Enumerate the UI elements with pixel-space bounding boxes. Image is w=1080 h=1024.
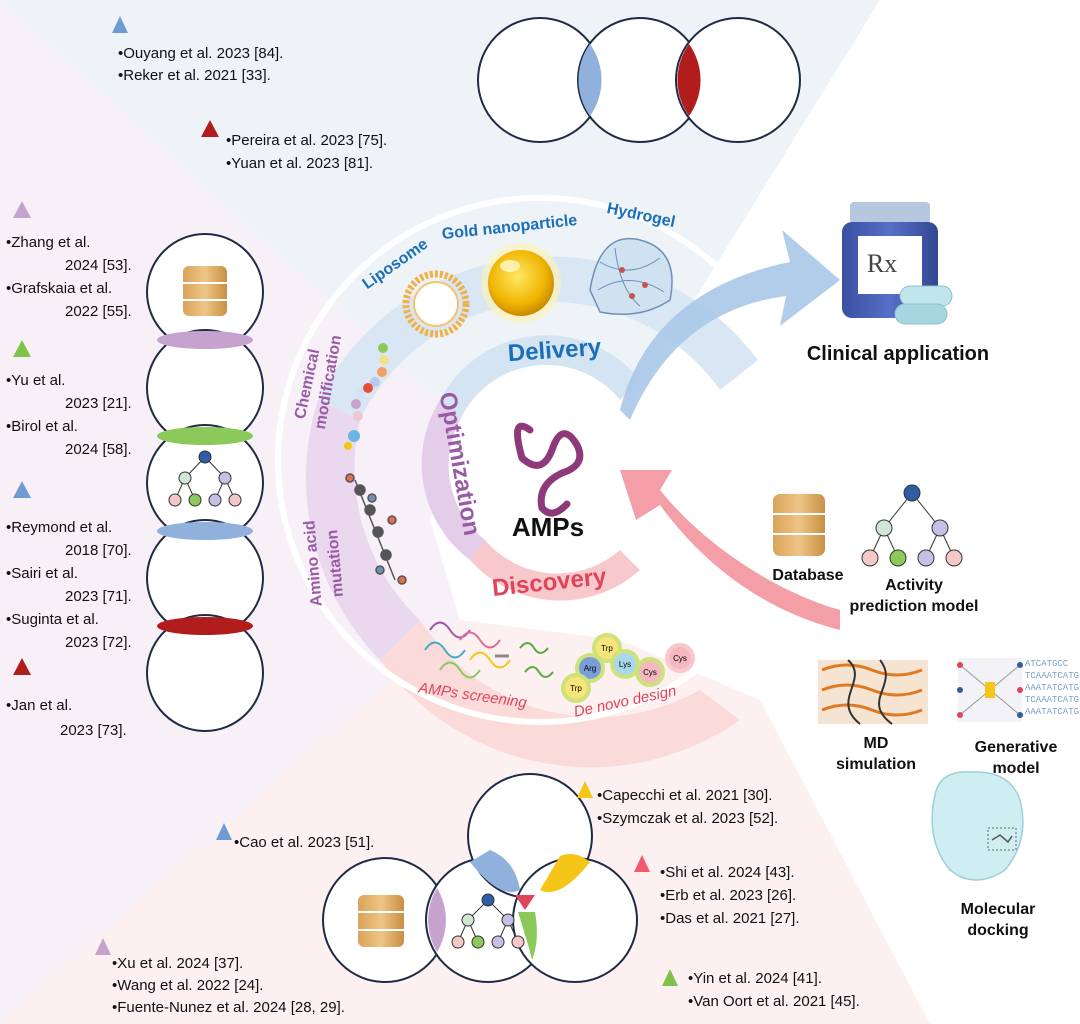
left-ref-blue-6: 2023 [72]. (65, 634, 132, 651)
md-simulation-label-1: MD (864, 735, 889, 752)
database-icon-right (773, 494, 825, 556)
tree-icon (168, 450, 242, 507)
left-ref-purple-2: 2024 [53]. (65, 257, 132, 274)
clinical-application-label: Clinical application (807, 343, 989, 365)
md-simulation-label-2: simulation (836, 756, 916, 773)
md-simulation-icon (818, 659, 928, 725)
bottom-ref-red-2: •Erb et al. 2023 [26]. (660, 887, 796, 904)
delivery-label: Delivery (507, 334, 603, 367)
generative-model-icon (957, 658, 1023, 722)
bead-label-cys: Cys (643, 668, 657, 677)
marker-blue-left (13, 481, 31, 498)
left-ref-green-4: 2024 [58]. (65, 441, 132, 458)
marker-blue-bottom (216, 823, 232, 840)
amps-screening-icon (424, 621, 554, 679)
top-ref-blue-2: •Reker et al. 2021 [33]. (118, 67, 271, 84)
bottom-ref-yellow-1: •Capecchi et al. 2021 [30]. (597, 787, 772, 804)
marker-yellow-bottom (577, 781, 593, 798)
rx-symbol: Rx (867, 249, 897, 278)
bottom-ref-blue-1: •Cao et al. 2023 [51]. (234, 834, 374, 851)
database-label: Database (772, 567, 843, 584)
de-novo-design-icon: Trp Arg Lys Cys Cys Trp (561, 633, 695, 703)
svg-text:TCAAATCATG: TCAAATCATG (1025, 695, 1079, 705)
top-ref-blue-1: •Ouyang et al. 2023 [84]. (118, 45, 283, 62)
delivery-to-clinical-arrow (620, 230, 840, 420)
amino-acid-mutation-line2: mutation (324, 529, 347, 598)
generative-model-label-2: model (992, 760, 1039, 777)
bead-label-trp: Trp (601, 644, 613, 653)
bead-label-lys: Lys (619, 660, 631, 669)
bottom-ref-green-1: •Yin et al. 2024 [41]. (688, 970, 822, 987)
tree-icon-bottom (451, 893, 525, 949)
left-ref-blue-2: 2018 [70]. (65, 542, 132, 559)
database-icon (183, 266, 227, 316)
svg-text:ATCATGCC: ATCATGCC (1025, 659, 1069, 669)
gold-nanoparticle-icon (481, 243, 561, 323)
amp-peptide-icon (514, 422, 584, 517)
left-ref-green-2: 2023 [21]. (65, 395, 132, 412)
amino-acid-mutation-icon (345, 473, 407, 585)
left-ref-blue-4: 2023 [71]. (65, 588, 132, 605)
liposome-icon (402, 270, 470, 338)
inner-ring (421, 335, 640, 601)
marker-red-top (201, 120, 219, 137)
top-ref-red-2: •Yuan et al. 2023 [81]. (226, 155, 373, 172)
top-venn (477, 17, 801, 143)
dna-sequence-text: ATCATGCC TCAAATCATG AAATATCATG TCAAATCAT… (1025, 659, 1079, 717)
left-ref-purple-4: 2022 [55]. (65, 303, 132, 320)
left-ref-blue-5: •Suginta et al. (6, 611, 99, 628)
marker-red-bottom (634, 855, 650, 872)
left-ref-purple-3: •Grafskaia et al. (6, 280, 112, 297)
left-ref-red-2: 2023 [73]. (60, 722, 127, 739)
bottom-ref-purple-2: •Wang et al. 2022 [24]. (112, 977, 263, 994)
molecular-docking-label-1: Molecular (961, 901, 1036, 918)
svg-text:AAATATCATG: AAATATCATG (1025, 707, 1079, 717)
generative-model-label-1: Generative (975, 739, 1058, 756)
left-ref-green-1: •Yu et al. (6, 372, 65, 389)
marker-red-left (13, 658, 31, 675)
bottom-ref-purple-1: •Xu et al. 2024 [37]. (112, 955, 243, 972)
marker-green-left (13, 340, 31, 357)
marker-green-bottom (662, 969, 678, 986)
svg-text:TCAAATCATG: TCAAATCATG (1025, 671, 1079, 681)
marker-purple-bottom (95, 938, 111, 955)
bottom-venn (322, 773, 638, 983)
chemical-modification-icon (344, 343, 389, 450)
database-icon-bottom (358, 895, 404, 947)
bead-label-arg: Arg (584, 664, 596, 673)
molecular-docking-icon (931, 771, 1024, 881)
bottom-ref-red-3: •Das et al. 2021 [27]. (660, 910, 800, 927)
left-venn (146, 233, 264, 732)
left-ref-blue-1: •Reymond et al. (6, 519, 112, 536)
molecular-docking-label-2: docking (967, 922, 1028, 939)
left-ref-green-3: •Birol et al. (6, 418, 78, 435)
svg-text:AAATATCATG: AAATATCATG (1025, 683, 1079, 693)
activity-model-icon (861, 484, 963, 567)
bottom-ref-purple-3: •Fuente-Nunez et al. 2024 [28, 29]. (112, 999, 345, 1016)
hydrogel-icon (589, 237, 673, 315)
bottom-ref-green-2: •Van Oort et al. 2021 [45]. (688, 993, 860, 1010)
marker-blue-top (112, 16, 128, 33)
pill-bottle-icon: Rx (842, 202, 953, 325)
bead-label-cys-2: Cys (673, 654, 687, 663)
bead-label-trp-2: Trp (570, 684, 582, 693)
top-ref-red-1: •Pereira et al. 2023 [75]. (226, 132, 387, 149)
activity-model-label-2: prediction model (850, 598, 979, 615)
left-ref-purple-1: •Zhang et al. (6, 234, 90, 251)
center-amps-label: AMPs (512, 512, 584, 542)
marker-purple-left (13, 201, 31, 218)
left-ref-blue-3: •Sairi et al. (6, 565, 78, 582)
tools-to-discovery-arrow (620, 470, 840, 630)
bottom-ref-red-1: •Shi et al. 2024 [43]. (660, 864, 795, 881)
left-ref-red-1: •Jan et al. (6, 697, 72, 714)
bottom-ref-yellow-2: •Szymczak et al. 2023 [52]. (597, 810, 778, 827)
activity-model-label-1: Activity (885, 577, 943, 594)
